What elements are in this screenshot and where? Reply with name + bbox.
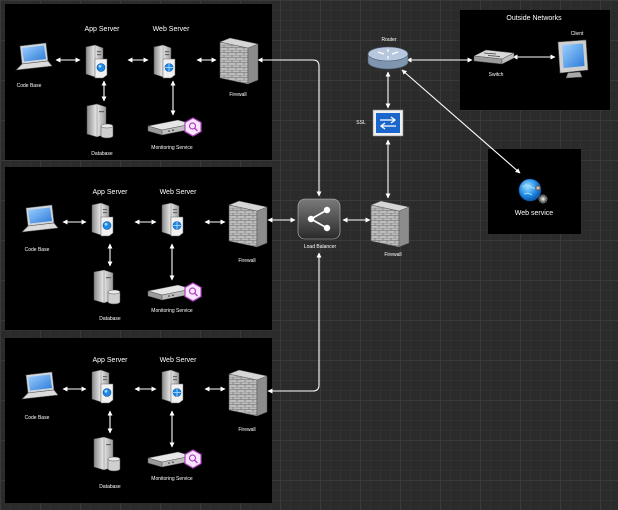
edge-router-webservice: [401, 69, 521, 174]
g3-firewall-label: Firewall: [238, 427, 256, 433]
g2-database-label: Database: [99, 316, 121, 322]
g1-app-server-label: App Server: [84, 26, 120, 33]
panel-group-2: [5, 167, 272, 330]
g3-firewall-icon: [228, 369, 268, 417]
load-balancer-label: Load Balancer: [303, 244, 337, 250]
g2-codebase-label: Code Base: [24, 247, 50, 253]
g2-app-server-label: App Server: [92, 189, 128, 196]
load-balancer-icon: [297, 198, 341, 240]
router-icon: [367, 46, 409, 70]
web-service-label: Web service: [514, 210, 554, 217]
g1-monitoring-label: Monitoring Service: [151, 145, 193, 151]
panel-group-1: [5, 4, 272, 160]
edge-fw3-loadbalancer: [267, 252, 322, 394]
g2-firewall-label: Firewall: [238, 258, 256, 264]
switch-icon: [473, 49, 515, 65]
g2-monitoring-label: Monitoring Service: [151, 308, 193, 314]
g2-firewall-icon: [228, 200, 268, 248]
outside-networks-title: Outside Networks: [506, 15, 562, 22]
panel-group-3: [5, 338, 272, 503]
g1-laptop-icon: [15, 42, 53, 71]
g3-monitoring-label: Monitoring Service: [151, 476, 193, 482]
main-firewall-label: Firewall: [384, 252, 402, 258]
g3-laptop-icon: [21, 371, 59, 400]
g3-web-server-label: Web Server: [159, 357, 197, 364]
small-gear-icon: [535, 185, 541, 191]
g2-laptop-icon: [21, 204, 59, 233]
g3-app-server-label: App Server: [92, 357, 128, 364]
main-firewall-icon: [370, 200, 410, 248]
gear-icon: [538, 194, 548, 204]
g1-firewall-label: Firewall: [229, 92, 247, 98]
g1-web-server-label: Web Server: [152, 26, 190, 33]
client-label: Client: [570, 31, 584, 37]
router-label: Router: [381, 37, 397, 43]
ssl-label: SSL: [356, 120, 366, 126]
g3-codebase-label: Code Base: [24, 415, 50, 421]
web-service-globe-icon: [518, 178, 548, 204]
connectors: [55, 54, 556, 448]
ssl-icon: [372, 109, 404, 137]
g3-database-label: Database: [99, 484, 121, 490]
g1-database-label: Database: [91, 151, 113, 157]
g1-firewall-icon: [219, 37, 259, 85]
switch-label: Switch: [488, 72, 504, 78]
g1-codebase-label: Code Base: [16, 83, 42, 89]
client-icon: [557, 39, 589, 79]
edge-fw1-loadbalancer: [257, 57, 322, 197]
g2-web-server-label: Web Server: [159, 189, 197, 196]
